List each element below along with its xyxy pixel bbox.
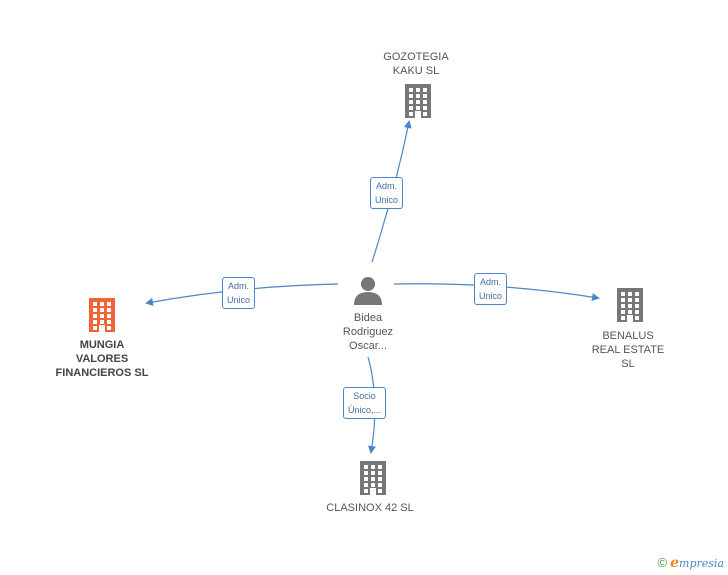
- node-label-line: Oscar...: [349, 340, 387, 352]
- footer-brand: © empresia: [657, 555, 724, 571]
- node-label-line: BENALUS: [602, 330, 654, 342]
- relation-label-line: Adm.: [376, 181, 398, 191]
- relation-label-line: Socio: [353, 391, 376, 401]
- node-label-line: KAKU SL: [392, 65, 440, 77]
- node-label-line: MUNGIA: [79, 339, 125, 351]
- building-icon[interactable]: [405, 84, 431, 118]
- node-label-line: REAL ESTATE: [591, 344, 665, 356]
- node-label-line: CLASINOX 42 SL: [326, 502, 414, 514]
- node-label-clasinox[interactable]: CLASINOX 42 SL: [300, 501, 440, 515]
- node-label-line: GOZOTEGIA: [383, 51, 449, 63]
- relation-label-mungia[interactable]: Adm. Unico: [222, 277, 256, 309]
- node-label-line: VALORES: [75, 353, 129, 365]
- relation-label-gozotegia[interactable]: Adm. Unico: [370, 177, 404, 209]
- node-label-gozotegia[interactable]: GOZOTEGIA KAKU SL: [346, 50, 486, 78]
- node-label-line: SL: [621, 358, 635, 370]
- building-icon[interactable]: [89, 298, 115, 332]
- relation-label-line: Adm.: [228, 281, 250, 291]
- building-icon[interactable]: [360, 461, 386, 495]
- node-label-benalus[interactable]: BENALUS REAL ESTATE SL: [558, 329, 698, 371]
- node-label-mungia[interactable]: MUNGIA VALORES FINANCIEROS SL: [32, 338, 172, 380]
- brand-logo[interactable]: empresia: [670, 555, 724, 571]
- relation-label-line: Unico: [227, 295, 251, 305]
- node-label-line: FINANCIEROS SL: [55, 367, 149, 379]
- relation-label-benalus[interactable]: Adm. Unico: [474, 273, 508, 305]
- relation-label-line: Adm.: [480, 277, 502, 287]
- relation-label-line: Unico: [479, 291, 503, 301]
- person-icon[interactable]: [354, 277, 382, 305]
- copyright-icon: ©: [657, 555, 668, 570]
- building-icon[interactable]: [617, 288, 643, 322]
- node-label-line: Bidea: [353, 312, 383, 324]
- relation-label-line: Único,...: [348, 405, 382, 415]
- relation-label-line: Unico: [375, 195, 399, 205]
- node-label-line: Rodriguez: [342, 326, 394, 338]
